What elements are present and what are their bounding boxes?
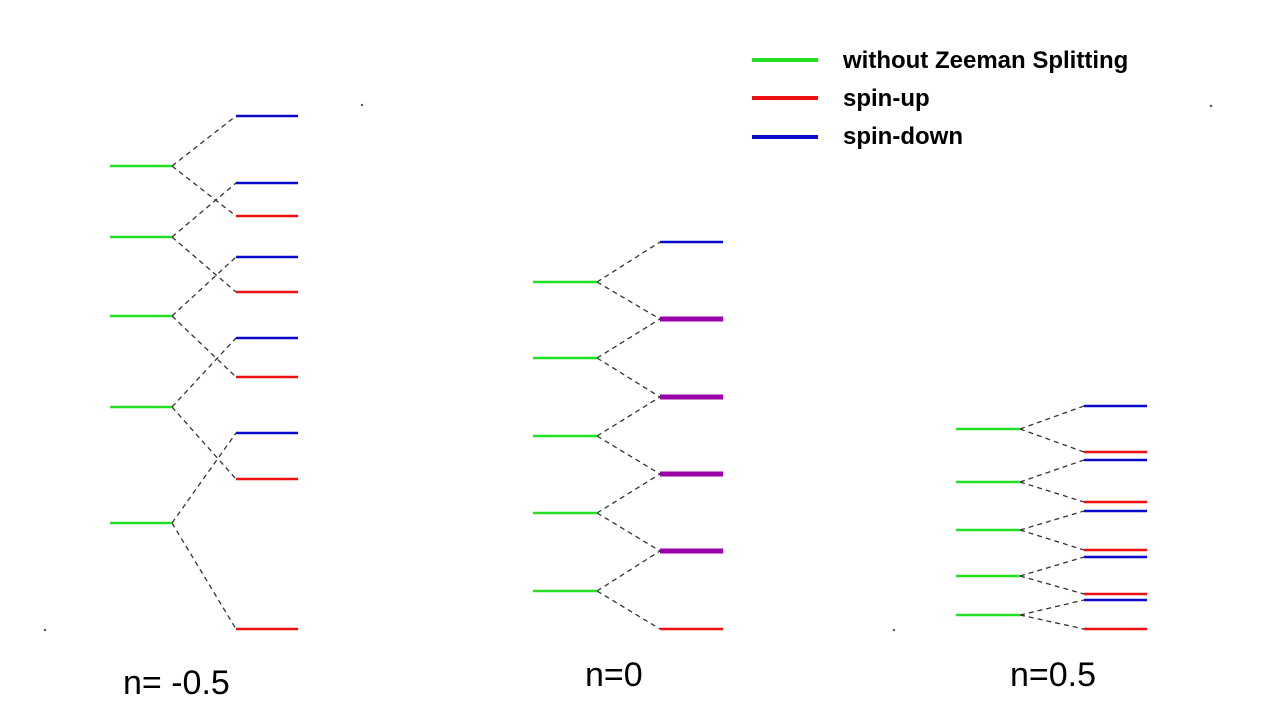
legend: without Zeeman Splitting spin-up spin-do… — [752, 47, 1128, 150]
spin-up-levels — [236, 214, 298, 631]
unsplit-levels — [110, 164, 172, 525]
legend-label-spin-down: spin-down — [843, 123, 963, 150]
degenerate-levels — [660, 316, 723, 554]
spin-up-levels — [1084, 450, 1147, 631]
connectors — [596, 241, 661, 630]
panel-n-minus-half: n= -0.5 — [110, 114, 298, 702]
legend-label-unsplit: without Zeeman Splitting — [842, 47, 1128, 74]
panel-label: n=0.5 — [1010, 656, 1096, 694]
legend-label-spin-up: spin-up — [843, 85, 930, 112]
unsplit-levels — [956, 427, 1020, 617]
panel-label: n= -0.5 — [123, 664, 230, 702]
panel-label: n=0 — [585, 656, 643, 694]
corner-dot — [360, 103, 364, 107]
unsplit-levels — [533, 280, 597, 593]
corner-dot — [43, 628, 47, 632]
spin-down-levels — [236, 114, 298, 435]
corner-dot — [892, 628, 896, 632]
panel-n-zero: n=0 — [533, 240, 723, 694]
spin-down-levels — [1084, 404, 1147, 602]
connectors — [171, 115, 237, 630]
connectors — [1019, 405, 1085, 630]
panel-n-plus-half: n=0.5 — [956, 404, 1147, 694]
corner-dot — [1209, 104, 1213, 108]
